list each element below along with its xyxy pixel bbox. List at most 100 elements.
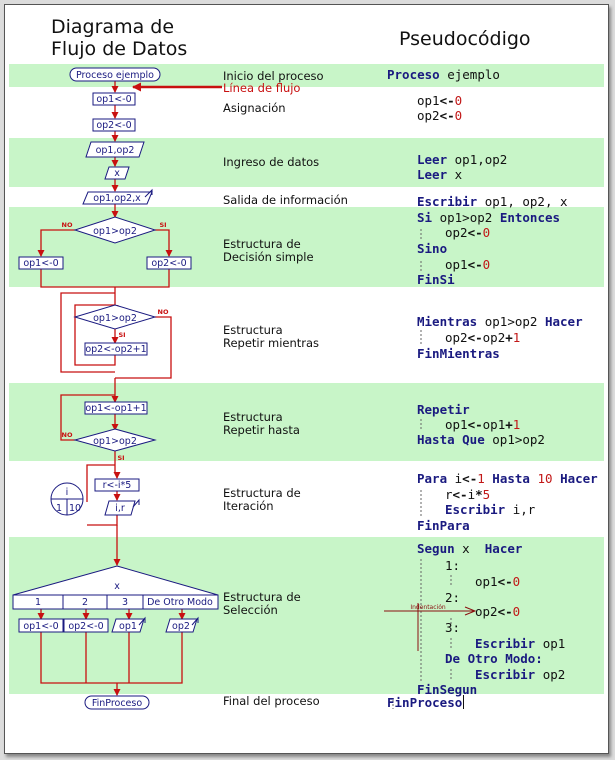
iter-to-text: 10 — [69, 503, 81, 514]
code-plus: + — [505, 330, 513, 345]
code-num: 10 — [537, 471, 553, 486]
kw-sino: Sino — [417, 241, 448, 256]
iter-assign-text: r<-i*5 — [103, 480, 132, 491]
kw-finmientras: FinMientras — [417, 346, 500, 361]
iter-assign-box — [94, 478, 140, 492]
iter-out-parallelogram — [104, 500, 136, 516]
label-seleccion: Estructura de Selección — [223, 591, 301, 617]
code-var: i — [467, 487, 476, 502]
flow-shapes — [12, 67, 219, 710]
header-diagram-line2: Flujo de Datos — [51, 38, 188, 60]
while-no-label: NO — [158, 308, 169, 316]
header-diagram: Diagrama de Flujo de Datos — [51, 16, 187, 60]
repeat-no-label: NO — [62, 431, 73, 439]
kw-escribir: Escribir — [475, 636, 536, 651]
figure-frame: Diagrama de Flujo de Datos Pseudocódigo … — [4, 4, 609, 754]
code-assign-op: <- — [467, 330, 483, 345]
kw-para: Para — [417, 471, 448, 486]
code-num: 1 — [477, 471, 485, 486]
code-finproceso: FinProceso — [387, 695, 465, 710]
dec-right-box — [146, 256, 192, 270]
code-num: 0 — [482, 225, 491, 240]
output-parallelogram — [82, 191, 153, 205]
code-var: x — [462, 541, 470, 556]
label-seleccion-line1: Estructura de — [223, 590, 301, 604]
code-var: op2 — [482, 330, 506, 345]
while-si-label: SI — [118, 331, 125, 339]
code-cond: op1>op2 — [492, 432, 545, 447]
code-num: 1 — [512, 417, 521, 432]
sel-op2-text: op2<-0 — [68, 621, 103, 632]
case2-text: 2 — [82, 597, 88, 608]
input1-parallelogram — [85, 141, 145, 158]
repeat-si-label: SI — [117, 454, 124, 462]
code-var: i — [454, 471, 463, 486]
indentation-label: Indentación — [410, 604, 446, 611]
label-iteracion-line2: Iteración — [223, 499, 274, 513]
dec-left-text: op1<-0 — [23, 258, 58, 269]
code-args: i,r — [512, 502, 536, 517]
branch-labels: NO SI NO SI NO SI — [62, 221, 169, 462]
code-assign-op: <- — [439, 108, 455, 123]
dec-left-box — [18, 256, 64, 270]
label-mientras-line1: Estructura — [223, 323, 283, 337]
code-var: op1 — [542, 636, 566, 651]
start-text: Proceso ejemplo — [76, 70, 154, 81]
code-leer1: Leer op1,op2 — [417, 152, 507, 167]
code-assign-op: <- — [467, 225, 483, 240]
label-hasta-line1: Estructura — [223, 410, 283, 424]
code-mientras: Mientras op1>op2 Hacer — [417, 314, 583, 329]
indentation-marker — [384, 603, 477, 651]
code-times: * — [475, 487, 483, 502]
label-decision: Estructura de Decisión simple — [223, 238, 314, 264]
sel-out1-parallelogram — [111, 618, 145, 633]
code-segun: Segun x Hacer — [417, 541, 522, 556]
code-para-body1: r<-i*5 — [445, 487, 490, 502]
while-body-text: op2<-op2+1 — [85, 344, 146, 355]
header-diagram-line1: Diagrama de — [51, 16, 175, 38]
selection-cases-row — [12, 594, 219, 610]
code-cond: op1>op2 — [484, 314, 538, 329]
code-num: 0 — [454, 93, 463, 108]
iter-from-text: 1 — [56, 503, 62, 514]
assign2-box — [92, 118, 136, 132]
end-terminal — [84, 695, 150, 710]
kw-proceso: Proceso — [387, 67, 440, 82]
kw-hacer: Hacer — [560, 471, 598, 486]
code-assign-op: <- — [452, 487, 468, 502]
code-case3: 3: — [445, 620, 460, 635]
code-assign-op: <- — [497, 604, 513, 619]
code-var: op1 — [445, 417, 468, 432]
repeat-diamond — [73, 428, 157, 452]
label-final: Final del proceso — [223, 694, 320, 708]
code-assign-op: <- — [467, 257, 483, 272]
code-var: r — [445, 487, 453, 502]
input2-text: x — [114, 168, 120, 179]
code-var: op1 — [445, 257, 468, 272]
code-si: Si op1>op2 Entonces — [417, 210, 560, 225]
repeat-body-text: op1<-op1+1 — [85, 403, 146, 414]
code-plus: + — [505, 417, 513, 432]
code-hasta-que: Hasta Que op1>op2 — [417, 432, 545, 447]
iter-var-text: i — [66, 487, 69, 498]
code-var: op1 — [482, 417, 506, 432]
label-seleccion-line2: Selección — [223, 603, 278, 617]
repeat-body-box — [84, 401, 148, 415]
code-otro-body: Escribir op2 — [475, 667, 565, 682]
case-other-text: De Otro Modo — [147, 597, 213, 608]
code-var: op2 — [417, 108, 440, 123]
label-decision-line1: Estructura de — [223, 237, 301, 251]
input1-text: op1,op2 — [96, 145, 135, 156]
code-var: op2 — [445, 330, 468, 345]
code-proceso-name: ejemplo — [447, 67, 500, 82]
code-var: op2 — [445, 225, 468, 240]
text-cursor — [463, 695, 465, 709]
code-finpara: FinPara — [417, 518, 470, 533]
label-iteracion: Estructura de Iteración — [223, 487, 301, 513]
kw-repetir: Repetir — [417, 402, 470, 417]
code-assign-op: <- — [467, 417, 483, 432]
code-finsegun: FinSegun — [417, 682, 477, 697]
kw-mientras: Mientras — [417, 314, 478, 329]
code-sino: Sino — [417, 241, 447, 256]
repeat-text: op1>op2 — [93, 436, 137, 447]
